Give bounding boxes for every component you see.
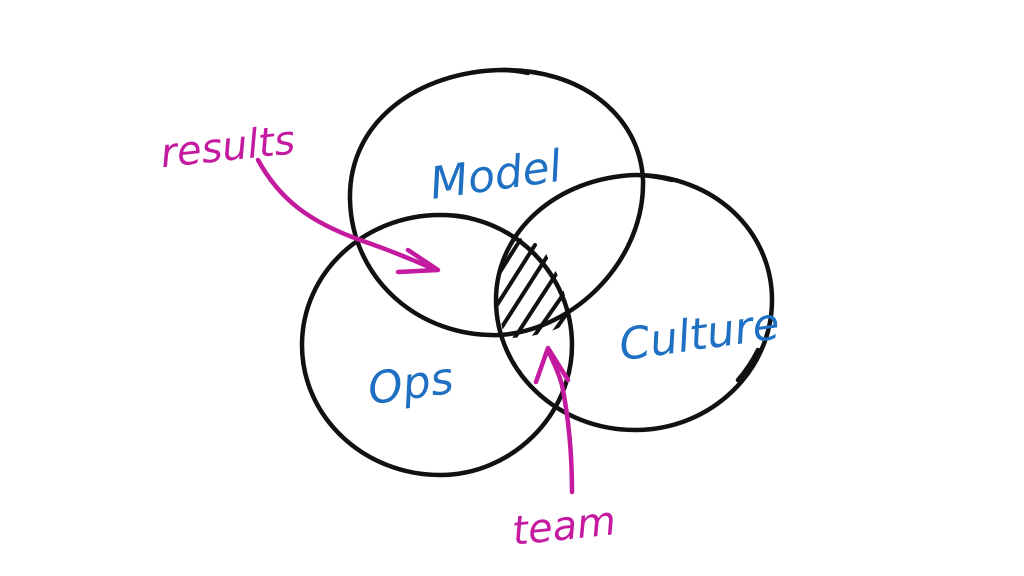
team-arrow-head [533, 345, 571, 385]
model-circle [347, 67, 646, 338]
team-arrow [545, 347, 575, 495]
ops-circle [299, 212, 575, 478]
model-label: Model [427, 141, 566, 210]
results-label: results [158, 117, 297, 177]
culture-circle-stroke-tail [735, 347, 761, 383]
ops-label: Ops [365, 353, 457, 415]
results-arrow [255, 157, 439, 273]
results-arrow-head [395, 247, 441, 275]
culture-circle [493, 172, 775, 433]
team-label: team [510, 498, 618, 555]
